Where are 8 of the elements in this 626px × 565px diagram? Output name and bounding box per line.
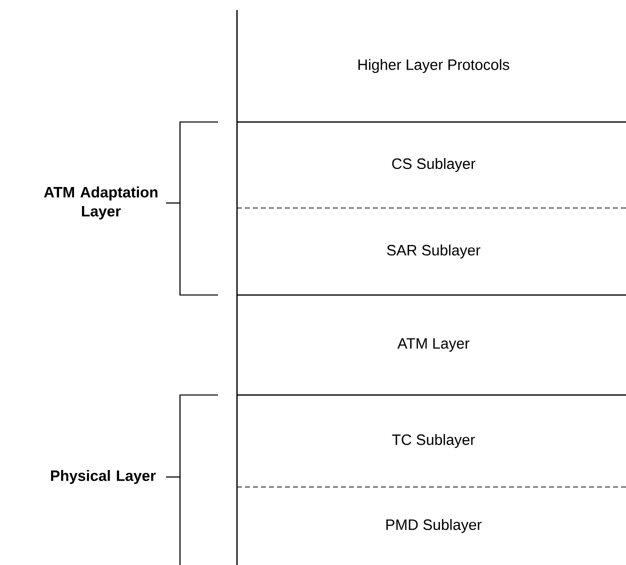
layer-band: TC Sublayer (236, 394, 626, 487)
layer-band: PMD Sublayer (236, 486, 626, 565)
layer-band: ATM Layer (236, 294, 626, 395)
layer-band: Higher Layer Protocols (236, 10, 510, 122)
layer-band: CS Sublayer (236, 121, 626, 208)
bracket-label: ATM Adaptation Layer (44, 186, 158, 220)
bracket-label: Physical Layer (51, 470, 156, 484)
layer-band: SAR Sublayer (236, 208, 626, 295)
